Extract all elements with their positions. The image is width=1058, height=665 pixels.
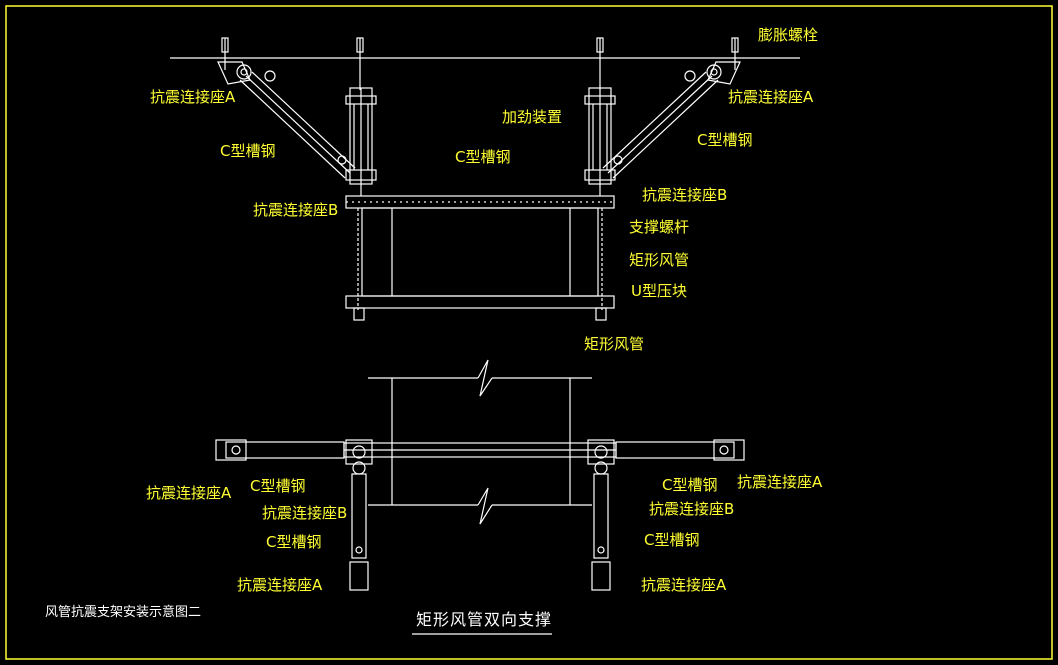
- drawing-frame: [5, 5, 1053, 660]
- hanger-left: [337, 87, 377, 196]
- plan-crossbar: [343, 442, 617, 458]
- label-c-channel-middle: C型槽钢: [455, 148, 511, 166]
- label-rect-duct-side: 矩形风管: [629, 251, 690, 269]
- label-plan-c-channel-right-2: C型槽钢: [644, 531, 700, 549]
- hanger-right: [584, 87, 623, 196]
- diagonal-channel-left: [239, 71, 356, 179]
- plan-view: [215, 359, 745, 635]
- plan-channel-left: [215, 439, 345, 461]
- label-support-rod: 支撑螺杆: [629, 218, 690, 236]
- elevation-view: [170, 37, 800, 321]
- label-plan-seat-a-right: 抗震连接座A: [737, 473, 823, 491]
- label-plan-seat-b-right: 抗震连接座B: [649, 500, 735, 518]
- anchor-bolt-right: [731, 37, 739, 70]
- plan-vertical-channel-left: [349, 473, 369, 591]
- anchor-bolt-center-right: [596, 37, 604, 90]
- label-rect-duct-center: 矩形风管: [584, 335, 645, 353]
- label-expansion-bolt: 膨胀螺栓: [758, 26, 819, 44]
- label-plan-seat-b-left: 抗震连接座B: [262, 504, 348, 522]
- seat-a-top-right: [684, 61, 741, 85]
- drawing-subtitle: 矩形风管双向支撑: [416, 610, 553, 629]
- rect-duct-elevation: [357, 207, 603, 310]
- diagonal-channel-right: [602, 71, 719, 179]
- duct-break-bottom: [368, 487, 592, 525]
- label-seat-b-left: 抗震连接座B: [253, 201, 339, 219]
- duct-break-top: [368, 359, 592, 397]
- label-plan-seat-a-left-2: 抗震连接座A: [237, 576, 323, 594]
- bottom-crossbar: [345, 295, 615, 309]
- label-plan-seat-a-right-2: 抗震连接座A: [641, 576, 727, 594]
- label-c-channel-left: C型槽钢: [220, 142, 276, 160]
- label-plan-c-channel-right-1: C型槽钢: [662, 476, 718, 494]
- label-plan-c-channel-left-1: C型槽钢: [250, 477, 306, 495]
- label-reinforce-device: 加劲装置: [502, 108, 563, 126]
- label-c-channel-right: C型槽钢: [697, 131, 753, 149]
- plan-vertical-channel-right: [591, 473, 611, 591]
- label-plan-seat-a-left: 抗震连接座A: [146, 484, 232, 502]
- plan-channel-right: [615, 439, 745, 461]
- anchor-bolt-left: [221, 37, 229, 70]
- label-seat-b-right: 抗震连接座B: [642, 186, 728, 204]
- label-plan-c-channel-left-2: C型槽钢: [266, 533, 322, 551]
- label-seat-a-top-right: 抗震连接座A: [728, 88, 814, 106]
- label-seat-a-top-left: 抗震连接座A: [150, 88, 236, 106]
- drawing-name: 风管抗震支架安装示意图二: [45, 605, 202, 620]
- anchor-bolt-center-left: [356, 37, 364, 90]
- bolt-nuts-bottom: [353, 307, 607, 321]
- label-u-clamp: U型压块: [631, 282, 687, 300]
- seat-a-top-left: [217, 61, 276, 85]
